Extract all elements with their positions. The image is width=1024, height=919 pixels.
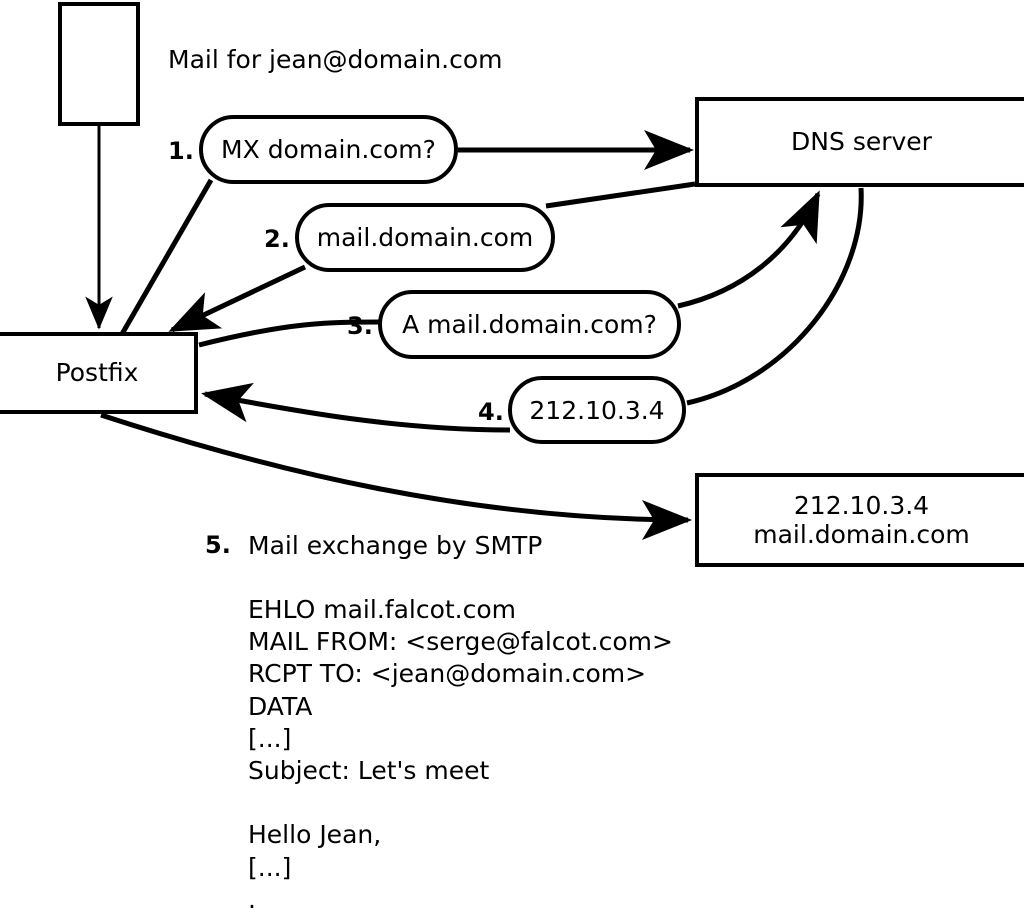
bubble-step-3-label: A mail.domain.com? (402, 310, 657, 339)
line-postfix-to-bubble3 (198, 319, 383, 348)
line-dns-to-bubble2 (545, 181, 696, 209)
node-target-hostname: mail.domain.com (753, 520, 970, 549)
line-postfix-to-bubble1 (119, 178, 214, 336)
caption-mail-for: Mail for jean@domain.com (168, 45, 503, 74)
step-number-2: 2. (264, 225, 290, 253)
step-number-5: 5. (205, 531, 231, 559)
node-postfix-box: Postfix (0, 332, 198, 414)
bubble-step-1-mx-query: MX domain.com? (199, 115, 458, 184)
node-postfix-label: Postfix (55, 358, 139, 388)
arrow-postfix-to-target (100, 412, 693, 540)
smtp-transcript-line: DATA (248, 691, 313, 721)
smtp-transcript-line: [...] (248, 723, 292, 753)
bubble-step-3-a-query: A mail.domain.com? (378, 290, 681, 359)
smtp-transcript-line: . (248, 884, 256, 914)
smtp-transcript-line: Subject: Let's meet (248, 755, 490, 785)
bubble-step-1-label: MX domain.com? (221, 135, 436, 164)
smtp-transcript-line: [...] (248, 852, 292, 882)
arrow-bubble3-to-dns (677, 190, 821, 309)
arrow-bubble2-to-postfix (168, 264, 307, 333)
node-target-ip: 212.10.3.4 (793, 490, 930, 520)
smtp-transcript-line: MAIL FROM: <serge@falcot.com> (248, 627, 673, 657)
smtp-transcript-line: Hello Jean, (248, 820, 382, 850)
node-dns-server-box: DNS server (695, 97, 1024, 187)
node-dns-server-label: DNS server (791, 127, 932, 157)
smtp-transcript-line: EHLO mail.falcot.com (248, 595, 517, 624)
step-number-1: 1. (168, 137, 194, 165)
smtp-transcript-line (248, 787, 673, 819)
step-number-4: 4. (478, 398, 504, 426)
node-target-mailserver-box: 212.10.3.4 mail.domain.com (695, 473, 1024, 567)
step-5-label: Mail exchange by SMTP (248, 531, 543, 560)
line-dns-to-bubble4 (686, 187, 864, 406)
bubble-step-2-label: mail.domain.com (316, 223, 534, 252)
node-client-box (58, 2, 140, 126)
arrow-bubble4-to-postfix (201, 382, 511, 433)
bubble-step-4-a-answer: 212.10.3.4 (508, 376, 686, 444)
smtp-transcript-line: RCPT TO: <jean@domain.com> (248, 659, 647, 689)
bubble-step-2-mx-answer: mail.domain.com (295, 203, 555, 272)
step-number-3: 3. (347, 312, 373, 340)
bubble-step-4-label: 212.10.3.4 (529, 395, 665, 425)
